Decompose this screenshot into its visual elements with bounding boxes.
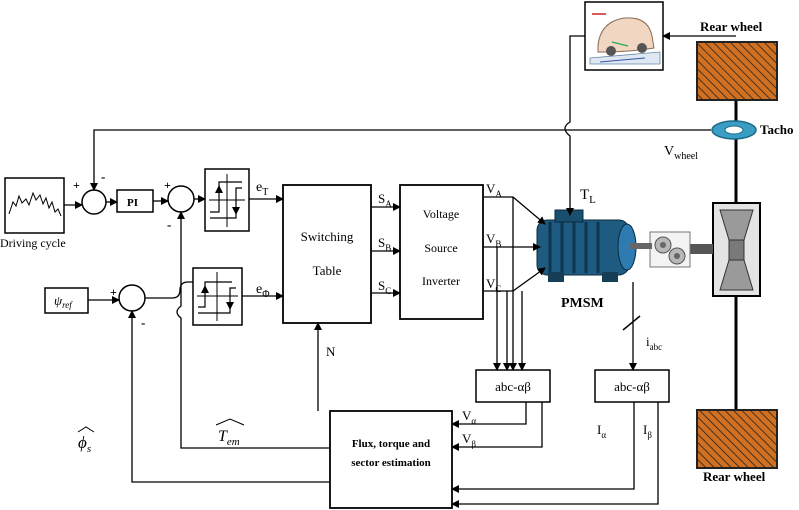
iabc-label: iabc bbox=[646, 334, 662, 352]
load-torque-label: TL bbox=[580, 187, 596, 206]
blocks bbox=[4, 168, 670, 509]
flux-plus-sign: + bbox=[110, 285, 117, 299]
estimation-block bbox=[329, 410, 453, 509]
differential-icon bbox=[712, 202, 761, 297]
driving-cycle-waveform bbox=[8, 191, 62, 217]
pi-label: PI bbox=[127, 197, 138, 209]
va-label: VA bbox=[486, 181, 502, 199]
torque-error-label: eT bbox=[256, 180, 268, 198]
inverter-block bbox=[399, 184, 484, 320]
sum-junction-torque bbox=[167, 185, 195, 213]
estimation-label-2: sector estimation bbox=[351, 457, 431, 469]
torque-minus-sign: - bbox=[167, 217, 171, 232]
estimation-label-1: Flux, torque and bbox=[352, 438, 430, 450]
flux-minus-sign: - bbox=[141, 315, 145, 330]
switching-table-label-1: Switching bbox=[301, 229, 354, 244]
driving-cycle-block bbox=[4, 177, 65, 234]
tacho-label: Tacho bbox=[760, 122, 793, 137]
sa-label: SA bbox=[378, 191, 392, 209]
pmsm-label: PMSM bbox=[561, 296, 604, 311]
flux-hysteresis-block bbox=[192, 267, 243, 326]
rear-wheel-bottom bbox=[696, 409, 778, 469]
sb-label: SB bbox=[378, 235, 391, 253]
rear-wheel-bottom-label: Rear wheel bbox=[703, 469, 766, 484]
abc-alphabeta-left-label: abc-αβ bbox=[495, 379, 531, 394]
sector-n-label: N bbox=[326, 344, 336, 359]
switching-table-label-2: Table bbox=[313, 263, 342, 278]
vc-label: VC bbox=[486, 276, 501, 294]
speed-minus-sign: - bbox=[101, 169, 105, 184]
car-on-slope-icon bbox=[584, 1, 664, 71]
driving-cycle-label: Driving cycle bbox=[0, 236, 66, 250]
inverter-label-3: Inverter bbox=[422, 274, 460, 288]
v-beta-label: Vβ bbox=[462, 431, 476, 449]
phi-s-estimate-label: ϕs bbox=[77, 426, 95, 455]
inverter-label-1: Voltage bbox=[423, 207, 459, 221]
torque-plus-sign: + bbox=[164, 178, 171, 192]
v-wheel-label: Vwheel bbox=[664, 144, 698, 162]
psi-ref-label: ψref bbox=[54, 293, 73, 310]
v-alpha-label: Vα bbox=[462, 408, 476, 426]
torque-hysteresis-block bbox=[204, 168, 250, 232]
motor-icon bbox=[536, 209, 652, 282]
abc-alphabeta-right-label: abc-αβ bbox=[614, 379, 650, 394]
rear-wheel-top bbox=[696, 41, 778, 101]
vb-label: VB bbox=[486, 231, 501, 249]
sum-junction-flux bbox=[118, 284, 146, 312]
i-alpha-label: Iα bbox=[597, 422, 606, 440]
drivetrain bbox=[536, 41, 778, 469]
i-beta-label: Iβ bbox=[643, 422, 652, 440]
svg-text:Tem: Tem bbox=[218, 428, 240, 448]
inverter-label-2: Source bbox=[424, 241, 457, 255]
signal-lines bbox=[64, 32, 736, 508]
text-labels: Rear wheel Rear wheel Tacho Vwheel TL Dr… bbox=[0, 19, 793, 484]
svg-text:ϕs: ϕs bbox=[78, 433, 91, 455]
t-em-estimate-label: Tem bbox=[215, 418, 245, 448]
switching-table-block bbox=[282, 184, 372, 324]
flux-error-label: eΦ bbox=[256, 282, 270, 300]
rear-wheel-top-label: Rear wheel bbox=[700, 19, 763, 34]
speed-plus-sign: + bbox=[73, 178, 80, 192]
tacho-icon bbox=[711, 120, 757, 140]
sc-label: SC bbox=[378, 278, 391, 296]
sum-junction-speed bbox=[81, 189, 107, 215]
gearbox-icon bbox=[649, 231, 691, 268]
